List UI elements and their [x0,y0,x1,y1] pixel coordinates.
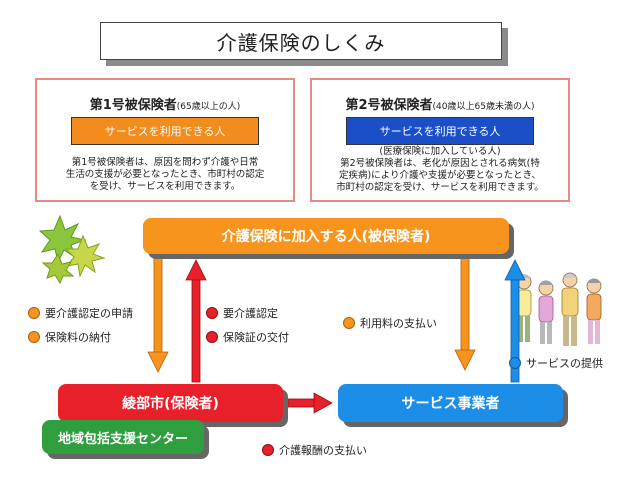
arrow-insured-to-insurer [147,257,169,373]
red-dot-icon [206,307,218,319]
arrow-insured-to-provider [454,257,476,371]
second-insured-panel: 第2号被保険者(40歳以上65歳未満の人) サービスを利用できる人 (医療保険に… [310,78,570,202]
page-title: 介護保険のしくみ [100,22,502,60]
blue-dot-icon [509,357,521,369]
label-service: サービスの提供 [509,355,603,371]
label-fee: 利用料の支払い [343,315,437,331]
insurer-box: 綾部市(保険者) [58,384,283,422]
orange-dot-icon [28,307,40,319]
arrow-provider-to-insured [504,259,526,383]
orange-dot-icon [343,317,355,329]
first-insured-panel: 第1号被保険者(65歳以上の人) サービスを利用できる人 第1号被保険者は、原因… [35,78,295,202]
elderly-people-illustration [516,272,602,346]
first-insured-pill: サービスを利用できる人 [71,117,259,145]
first-insured-heading: 第1号被保険者(65歳以上の人) [89,98,241,113]
red-dot-icon [262,444,274,456]
label-premium: 保険料の納付 [28,329,111,345]
orange-dot-icon [28,331,40,343]
red-dot-icon [206,331,218,343]
second-insured-heading: 第2号被保険者(40歳以上65歳未満の人) [345,98,535,113]
insured-box: 介護保険に加入する人(被保険者) [143,218,509,254]
label-certify: 要介護認定 [206,305,278,321]
first-insured-description: 第1号被保険者は、原因を問わず介護や日常 生活の支援が必要となったとき、市町村の… [65,157,265,192]
arrow-insurer-to-insured [185,259,207,383]
arrow-insurer-to-provider [287,392,333,414]
label-apply: 要介護認定の申請 [28,305,133,321]
second-insured-description: (医療保険に加入している人) 第2号被保険者は、老化が原因とされる病気(特 定疾… [336,146,544,193]
community-center-box: 地域包括支援センター [42,420,204,454]
label-reward: 介護報酬の支払い [262,442,367,458]
leaves-illustration [38,214,106,284]
second-insured-pill: サービスを利用できる人 [346,117,534,145]
label-card: 保険証の交付 [206,329,289,345]
provider-box: サービス事業者 [338,384,563,422]
